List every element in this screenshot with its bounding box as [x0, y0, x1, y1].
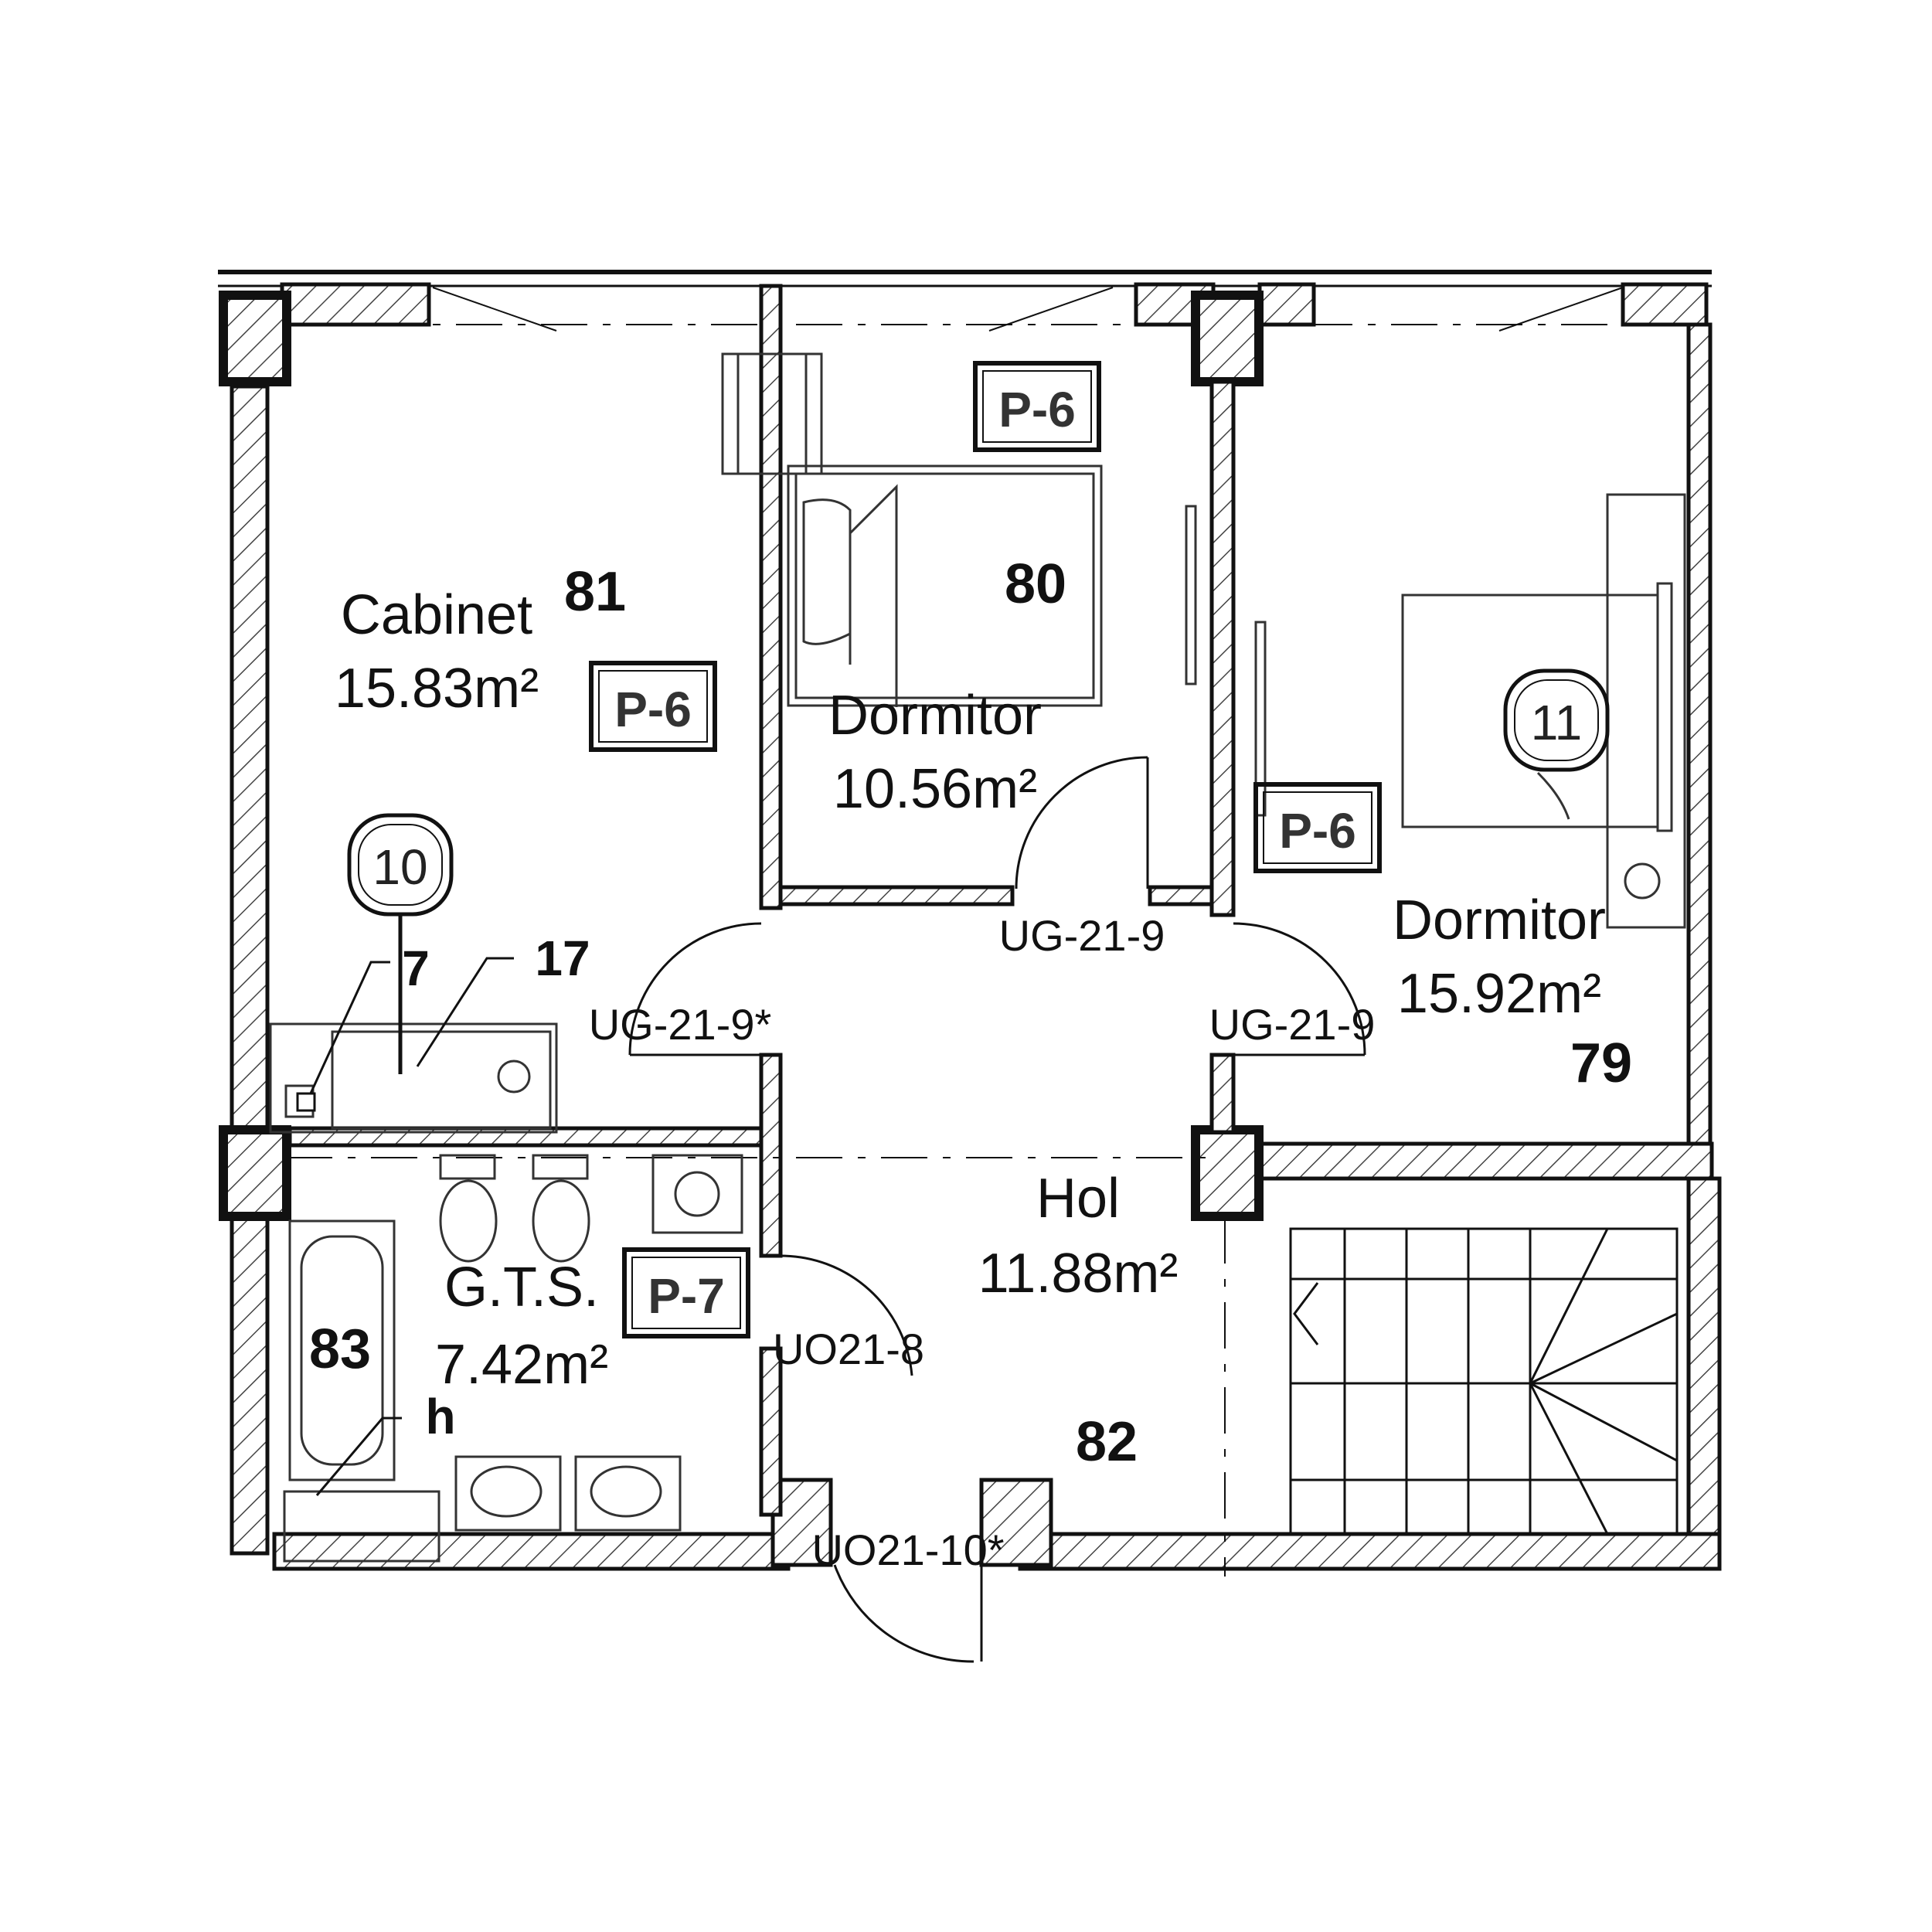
interior-walls	[287, 284, 1236, 1517]
floor-tag-box	[622, 1247, 750, 1338]
marker-17: 17	[535, 930, 590, 986]
room-name: Cabinet	[341, 584, 532, 646]
room-area: 11.88m²	[978, 1243, 1179, 1304]
floor-tag: P-6	[614, 682, 692, 737]
marker-leaders	[296, 957, 514, 1496]
room-dormitor-large: Dormitor 15.92m² 79 P-6	[1253, 782, 1632, 1094]
door-tag: UO21-8	[773, 1325, 924, 1373]
room-name: G.T.S.	[444, 1257, 599, 1318]
room-number: 82	[1076, 1411, 1138, 1473]
door-tag: UG-21-9	[1209, 1000, 1376, 1049]
room-area: 15.92m²	[1397, 963, 1601, 1025]
staircase	[1289, 1227, 1679, 1536]
floor-tag: P-6	[998, 382, 1076, 437]
room-cabinet: Cabinet 15.83m² 81 P-6	[335, 561, 717, 752]
room-number: 81	[564, 561, 626, 623]
right-window-lines	[1687, 332, 1712, 1136]
room-number: 80	[1005, 553, 1066, 615]
room-name: Dormitor	[1393, 889, 1606, 951]
door-tag: UO21-10*	[811, 1526, 1004, 1574]
svg-text:10: 10	[372, 839, 427, 895]
room-dormitor-small: Dormitor 10.56m² 80 P-6	[828, 361, 1101, 820]
floor-tag: P-6	[1279, 803, 1356, 859]
svg-text:11: 11	[1531, 695, 1582, 750]
room-name: Dormitor	[828, 685, 1042, 747]
top-window-band	[218, 270, 1712, 332]
room-area: 10.56m²	[833, 758, 1037, 820]
room-area: 7.42m²	[435, 1334, 608, 1396]
room-hol: Hol 11.88m² 82	[978, 1168, 1179, 1473]
room-gts: G.T.S. 7.42m² 83 P-7	[309, 1247, 750, 1396]
floor-tag-box	[589, 661, 717, 752]
marker-7: 7	[402, 940, 430, 996]
furniture	[269, 352, 1686, 1563]
door-tag: UG-21-9*	[589, 1000, 772, 1049]
room-name: Hol	[1036, 1168, 1120, 1230]
door-swings	[628, 756, 1366, 1663]
room-number: 83	[309, 1318, 371, 1380]
callout-11: 11	[1503, 668, 1610, 772]
room-area: 15.83m²	[335, 658, 539, 719]
callout-10: 10	[347, 813, 454, 1074]
marker-h: h	[425, 1389, 455, 1444]
structural-columns	[219, 291, 1264, 1221]
room-number: 79	[1570, 1032, 1632, 1094]
door-tag: UG-21-9	[999, 911, 1165, 960]
floor-tag: P-7	[648, 1268, 725, 1324]
floor-tag-box	[973, 361, 1101, 452]
floor-tag-box	[1253, 782, 1382, 873]
